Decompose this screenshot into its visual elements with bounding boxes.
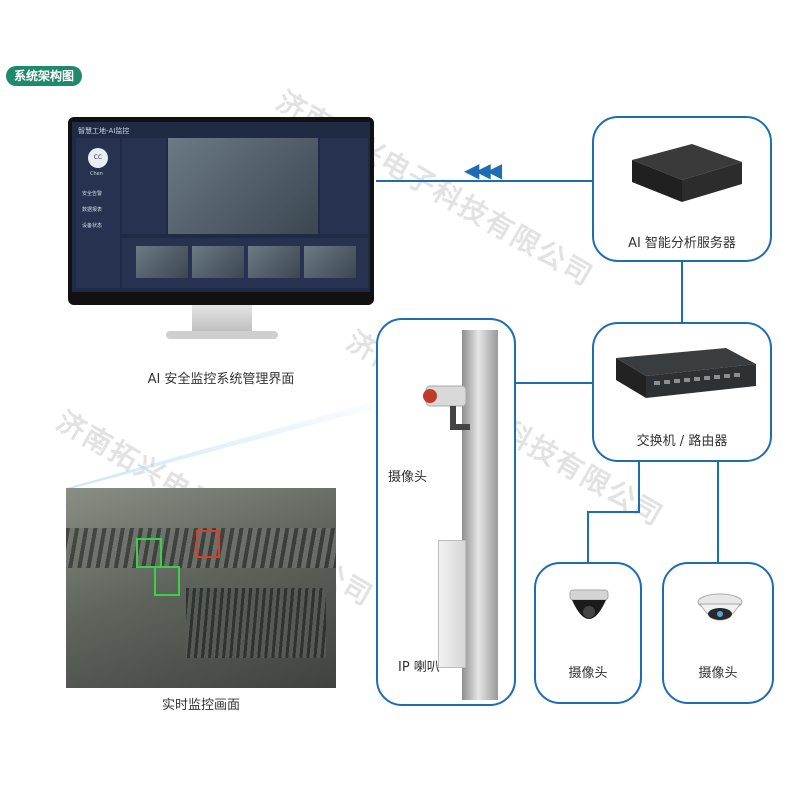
turret-camera-label: 摄像头 — [698, 666, 738, 681]
thumbnail — [192, 246, 244, 278]
screen-panel-left — [122, 138, 166, 234]
switch-label: 交换机 / 路由器 — [636, 434, 728, 449]
thumbnail — [304, 246, 356, 278]
menu-item: 数据报表 — [82, 207, 103, 213]
server-icon — [632, 144, 742, 202]
user-name: Chen — [90, 171, 103, 177]
detection-box-green — [154, 566, 180, 596]
data-flow-arrows: ◀◀◀ — [464, 158, 502, 182]
turret-camera-node: 摄像头 — [662, 562, 774, 704]
screen-camera-grid — [168, 138, 318, 234]
detection-box-green — [136, 538, 162, 568]
switch-icon — [616, 348, 756, 398]
avatar: CC — [88, 148, 108, 168]
screen-title: 智慧工地-AI监控 — [78, 127, 130, 135]
thumbnail — [248, 246, 300, 278]
dome-camera-label: 摄像头 — [568, 666, 608, 681]
monitor-screen: 智慧工地-AI监控 CC Chen 安全告警 数据报表 设备状态 — [72, 122, 370, 292]
pole-camera-label: 摄像头 — [388, 470, 428, 485]
monitor-base — [166, 331, 278, 339]
dome-camera-node: 摄像头 — [534, 562, 642, 704]
dome-camera-icon — [569, 589, 609, 619]
server-label: AI 智能分析服务器 — [628, 236, 736, 251]
server-node: AI 智能分析服务器 — [592, 116, 772, 262]
turret-camera-icon — [697, 593, 743, 621]
menu-item: 安全告警 — [82, 191, 103, 197]
section-title-badge: 系统架构图 — [6, 66, 83, 86]
detection-box-red — [196, 530, 220, 558]
monitor-stand — [192, 305, 252, 333]
screen-thumbnail-strip — [122, 238, 368, 288]
switch-node: 交换机 / 路由器 — [592, 322, 772, 462]
thumbnail — [136, 246, 188, 278]
screen-sidebar: CC Chen 安全告警 数据报表 设备状态 — [76, 138, 120, 288]
monitor-label: AI 安全监控系统管理界面 — [147, 372, 295, 387]
steel-bars — [66, 528, 336, 568]
ip-speaker-icon — [438, 540, 466, 668]
bullet-camera-icon — [423, 385, 470, 430]
live-view-label: 实时监控画面 — [161, 698, 240, 713]
live-monitoring-photo — [66, 488, 336, 688]
screen-panel-right — [320, 138, 368, 234]
menu-item: 设备状态 — [82, 223, 103, 229]
pole — [462, 330, 498, 700]
ip-speaker-label: IP 喇叭 — [398, 660, 440, 675]
steel-bundle — [186, 588, 326, 658]
